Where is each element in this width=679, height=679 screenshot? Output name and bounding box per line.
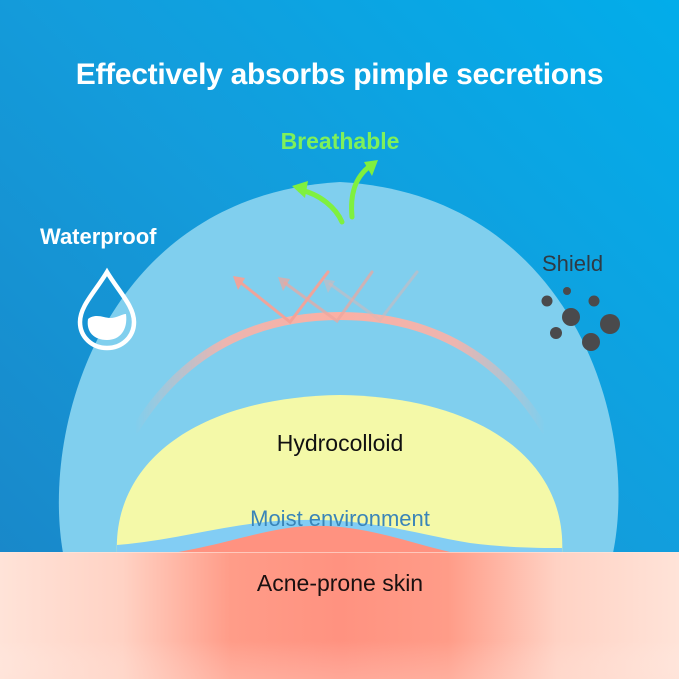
shield-label: Shield [542, 251, 604, 276]
waterproof-label: Waterproof [40, 224, 157, 249]
hydrocolloid-label: Hydrocolloid [276, 430, 404, 456]
acne-prone-skin-label: Acne-prone skin [256, 570, 424, 596]
hydrocolloid-dome [116, 395, 563, 555]
particle-dots-icon [541, 287, 620, 351]
reflected-arrows-icon [233, 270, 419, 325]
water-drop-icon [77, 267, 137, 351]
skin-bump [150, 525, 480, 556]
moist-environment-label: Moist environment [250, 506, 430, 531]
breathable-label: Breathable [280, 128, 400, 154]
page-title: Effectively absorbs pimple secretions [75, 58, 604, 91]
green-curved-arrows-icon [292, 160, 378, 225]
